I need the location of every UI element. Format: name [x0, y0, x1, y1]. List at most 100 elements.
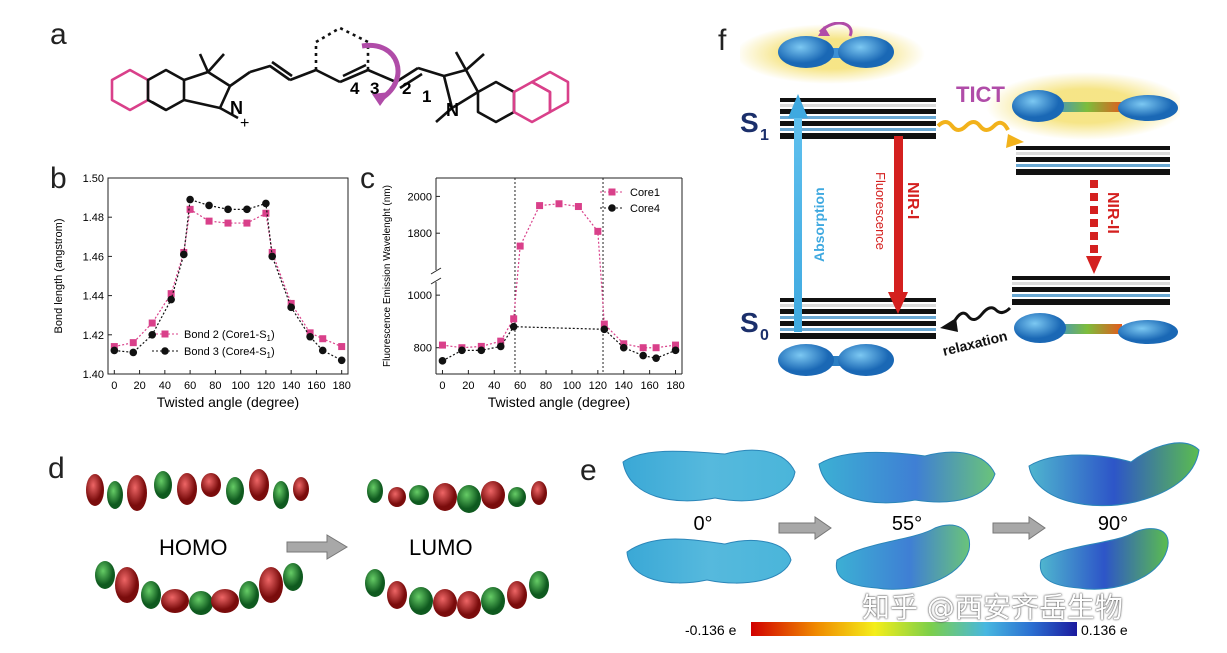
orbital-panel: HOMO LUMO: [86, 469, 549, 619]
x-tick-label-c: 120: [589, 380, 607, 392]
watermark-text: 知乎 @西安齐岳生物: [862, 591, 1123, 624]
legend-label-c-0: Core1: [630, 187, 660, 199]
data-point-c-0: [438, 341, 446, 349]
x-tick-label-c: 0: [439, 380, 445, 392]
angle-label-0: 0°: [693, 513, 712, 535]
n-plus-atom: N: [230, 98, 243, 118]
n-atom: N: [446, 100, 459, 120]
legend-close-b-0: ): [271, 329, 275, 341]
lumo-bottom-orbital: [365, 569, 549, 619]
tict-wavy-arrow: [936, 120, 1010, 132]
data-point-b-1: [262, 199, 270, 208]
x-tick-label-b: 0: [111, 380, 117, 392]
panel-label-f: f: [718, 24, 727, 57]
data-point-c-1: [639, 351, 647, 360]
legend-label-c-1: Core4: [630, 203, 660, 215]
data-point-c-1: [509, 322, 518, 331]
nir2-label: NIR-II: [1104, 192, 1121, 234]
data-point-b-1: [224, 205, 232, 214]
tict-label: TICT: [956, 82, 1005, 107]
lumo-top-orbital: [367, 479, 547, 513]
nir1-arrow: [894, 136, 903, 296]
lumo-label: LUMO: [409, 535, 473, 560]
data-point-b-1: [287, 303, 295, 312]
relaxation-label: relaxation: [941, 327, 1009, 359]
molecule-s0-a: [778, 344, 834, 376]
left-naphthyl-ring: [110, 68, 150, 112]
x-tick-label-b: 140: [282, 380, 300, 392]
s1-subscript: 1: [760, 127, 769, 144]
rotation-arrow: [361, 42, 401, 101]
legend-marker-c-1: [608, 204, 616, 212]
esp-surface-90-bottom: [1039, 528, 1169, 590]
esp-surface-55-bottom: [835, 524, 971, 590]
data-point-b-0: [110, 343, 118, 351]
legend-label-b-0: Bond 2 (Core1-S1): [184, 329, 275, 343]
data-point-b-0: [262, 209, 270, 217]
data-point-c-1: [458, 346, 466, 355]
data-point-c-0: [639, 344, 647, 352]
relaxation-wavy-arrow: [952, 306, 1012, 323]
y-tick-label-b: 1.40: [83, 369, 104, 381]
data-point-b-0: [287, 299, 295, 307]
data-point-c-1: [496, 342, 505, 351]
homo-to-lumo-arrow: [286, 534, 348, 560]
data-point-b-0: [319, 335, 327, 343]
y-tick-label-c: 2000: [408, 191, 432, 203]
x-tick-label-b: 180: [333, 380, 351, 392]
data-point-c-1: [652, 354, 660, 363]
molecule-twisted-a: [1014, 313, 1066, 343]
x-tick-label-b: 20: [133, 380, 145, 392]
legend-marker-b-1: [161, 347, 169, 355]
esp-arrow-1: [778, 516, 832, 540]
y-tick-label-c: 1000: [408, 290, 432, 302]
data-point-b-0: [338, 343, 346, 351]
data-point-c-0: [594, 227, 602, 235]
data-point-c-1: [671, 346, 680, 355]
x-tick-label-c: 140: [615, 380, 633, 392]
molecule-tict-b: [1118, 95, 1178, 121]
tict-level-stack: [1016, 146, 1170, 175]
esp-panel: 0° 55° 90° -0.136 e 0.136 e: [622, 442, 1200, 638]
data-point-b-1: [186, 195, 194, 204]
x-tick-label-c: 160: [640, 380, 658, 392]
data-point-c-0: [672, 341, 680, 349]
x-tick-label-c: 100: [563, 380, 581, 392]
angle-label-55: 55°: [892, 513, 922, 535]
axis-break-c: [430, 267, 442, 275]
panel-label-c: c: [360, 162, 375, 195]
data-point-b-1: [129, 348, 138, 357]
legend-close-b-1: ): [271, 346, 275, 358]
s0-label: S: [740, 307, 759, 338]
data-point-b-1: [148, 331, 157, 339]
homo-label: HOMO: [159, 535, 227, 560]
series-line-b-0: [114, 208, 342, 348]
esp-scale-min: -0.136 e: [685, 622, 737, 638]
y-tick-label-b: 1.46: [83, 251, 104, 263]
molecule-s1-left-b: [838, 36, 894, 68]
x-tick-label-b: 160: [307, 380, 325, 392]
data-point-c-1: [438, 357, 447, 365]
legend-text-b-0: Bond 2 (Core1-S: [184, 329, 267, 341]
bond-label-3: 3: [370, 79, 379, 98]
data-point-b-0: [243, 219, 251, 227]
y-tick-label-b: 1.50: [83, 173, 104, 185]
y-tick-label-b: 1.48: [83, 212, 104, 224]
nir1-label: NIR-I: [904, 182, 921, 219]
s1-level-stack: [780, 98, 936, 139]
esp-arrow-2: [992, 516, 1046, 540]
homo-top-orbital: [86, 469, 309, 511]
legend-marker-b-0: [161, 330, 169, 338]
data-point-b-1: [243, 205, 251, 214]
data-point-b-0: [129, 339, 137, 347]
molecule-structure: N + N 4 3 2 1: [110, 26, 570, 132]
bond-label-1: 1: [422, 87, 431, 106]
molecule-s1-left-a: [778, 36, 834, 68]
charge-plus: +: [240, 115, 249, 132]
tict-ground-level-stack: [1012, 276, 1170, 305]
data-point-c-0: [620, 340, 628, 348]
molecule-s0-b: [838, 344, 894, 376]
data-point-c-1: [600, 325, 609, 334]
data-point-c-0: [600, 320, 608, 328]
